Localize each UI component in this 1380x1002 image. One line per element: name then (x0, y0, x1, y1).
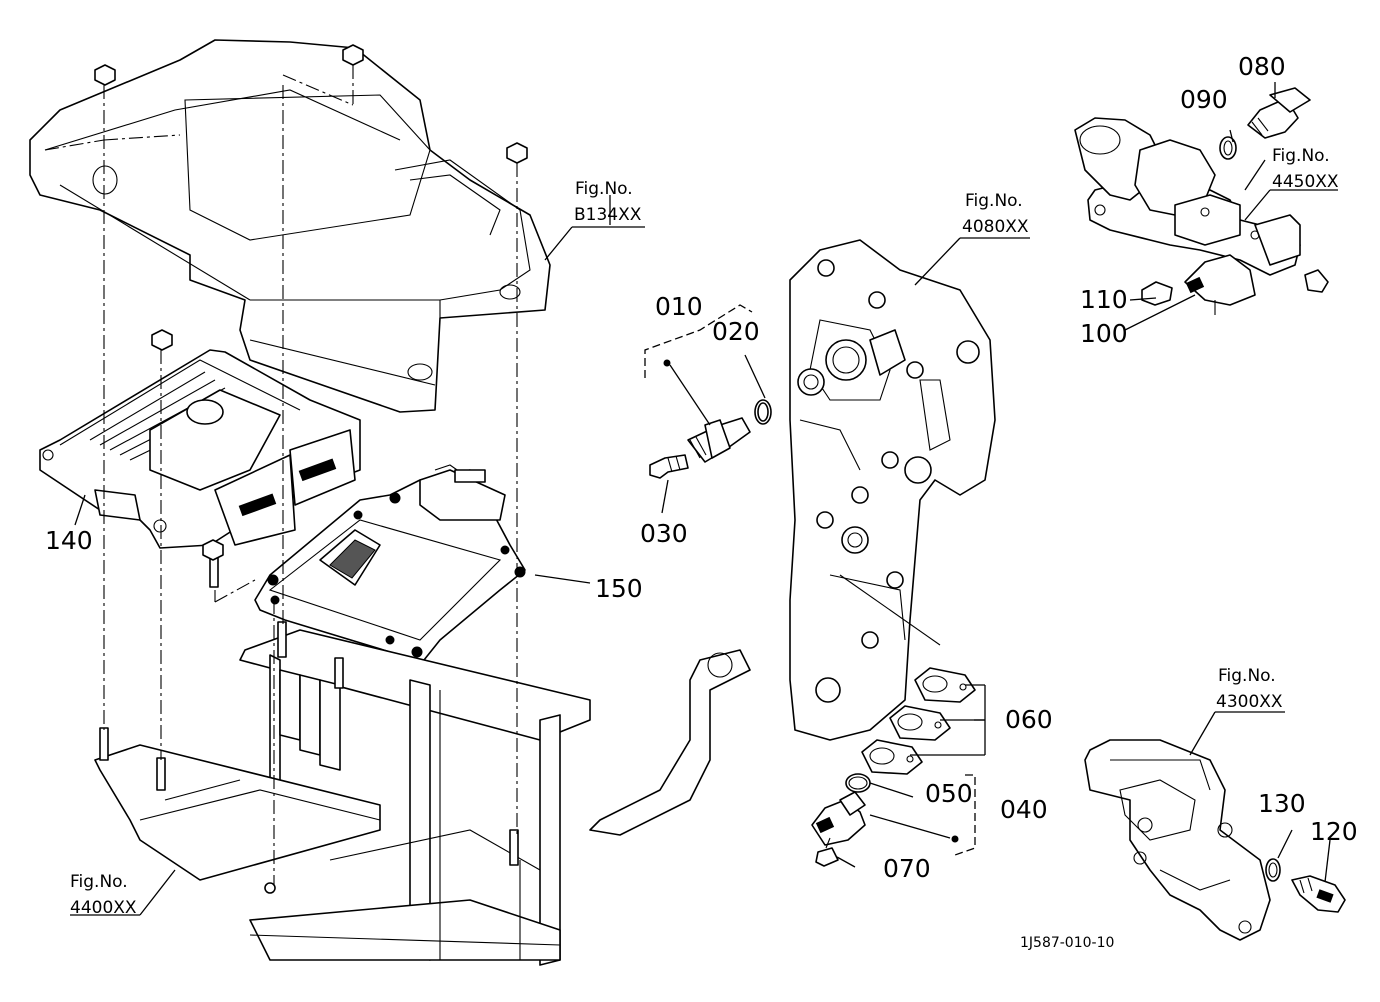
engine-cover (29, 39, 551, 413)
label-090: 090 (1180, 85, 1228, 114)
figure-references: Fig.No. B134XX Fig.No. 4080XX Fig.No. 44… (70, 146, 1339, 918)
fig-ref-4450-number: 4450XX (1272, 172, 1339, 192)
label-040: 040 (1000, 795, 1048, 824)
part-labels: 010 020 030 040 050 060 070 080 090 100 … (45, 52, 1358, 883)
fig-ref-b134-title: Fig.No. (575, 179, 633, 199)
mounting-frame (94, 629, 751, 966)
fig-ref-4080-title: Fig.No. (965, 191, 1023, 211)
label-020: 020 (712, 317, 760, 346)
ecu-bracket (254, 464, 526, 666)
gear-case (789, 239, 996, 741)
leader-lines (70, 82, 1338, 916)
fig-ref-4300-title: Fig.No. (1218, 666, 1276, 686)
label-080: 080 (1238, 52, 1286, 81)
label-070: 070 (883, 854, 931, 883)
fig-ref-4300-number: 4300XX (1216, 692, 1283, 712)
label-030: 030 (640, 519, 688, 548)
label-120: 120 (1310, 817, 1358, 846)
label-150: 150 (595, 574, 643, 603)
fig-ref-4080-number: 4080XX (962, 217, 1029, 237)
assembly-brackets (644, 304, 976, 856)
label-140: 140 (45, 526, 93, 555)
alignment-lines (44, 65, 518, 885)
label-060: 060 (1005, 705, 1053, 734)
label-100: 100 (1080, 319, 1128, 348)
sensor-010-assembly (649, 359, 772, 479)
water-flange (1084, 739, 1346, 941)
label-010: 010 (655, 292, 703, 321)
label-130: 130 (1258, 789, 1306, 818)
fig-ref-b134-number: B134XX (574, 205, 642, 225)
thermostat-housing (1074, 87, 1329, 315)
drawing-code: 1J587-010-10 (1020, 935, 1114, 951)
gasket-sensor-040-assembly (811, 574, 976, 867)
fig-ref-4400-title: Fig.No. (70, 872, 128, 892)
fig-ref-4400-number: 4400XX (70, 898, 137, 918)
label-110: 110 (1080, 285, 1128, 314)
fig-ref-4450-title: Fig.No. (1272, 146, 1330, 166)
label-050: 050 (925, 779, 973, 808)
ecu-unit (39, 349, 361, 549)
